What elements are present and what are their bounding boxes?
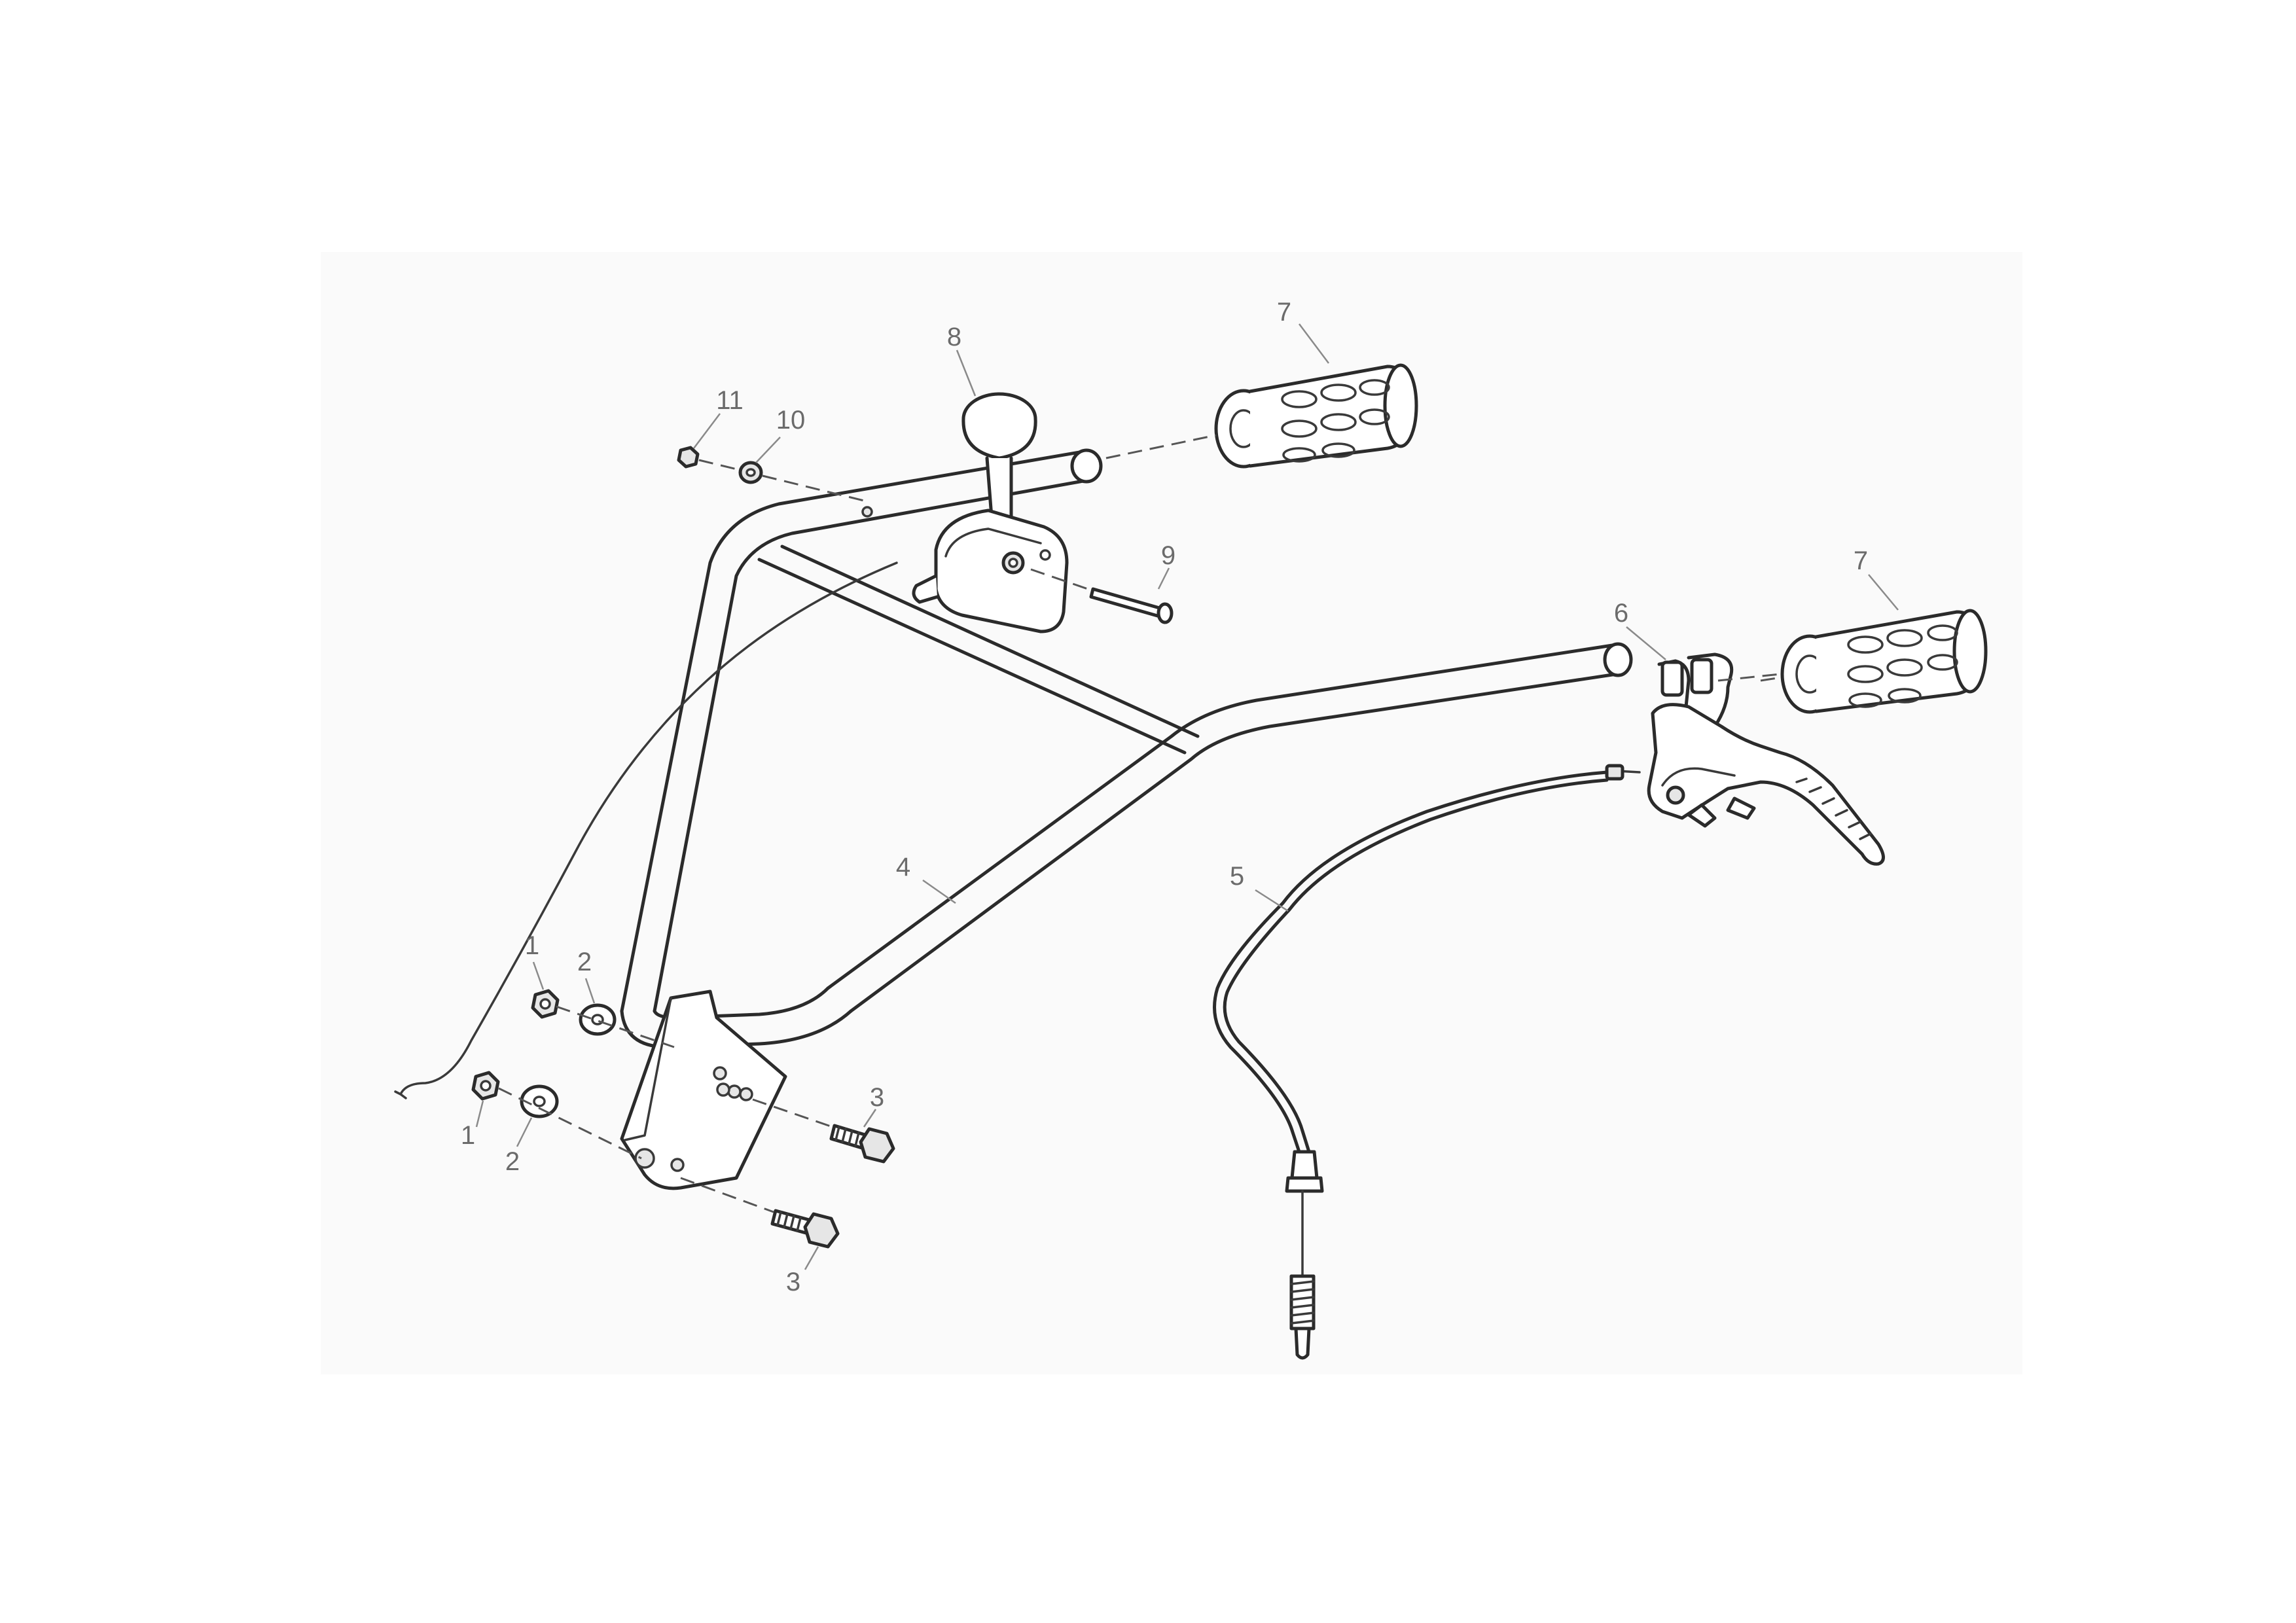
callout-7-lower: 7 xyxy=(1854,546,1868,575)
callout-3-lower: 3 xyxy=(786,1268,800,1296)
frame-hole xyxy=(861,506,873,518)
throttle-cable xyxy=(399,562,898,1096)
axis-bolt-lower xyxy=(680,1177,774,1213)
washer-2-lower xyxy=(520,1084,559,1118)
callout-labels: 1 1 2 2 3 3 4 5 6 7 7 8 9 10 11 xyxy=(461,298,1868,1296)
axis-grip-lower xyxy=(1760,676,1782,682)
nut-1-lower xyxy=(471,1071,500,1101)
right-bar-end xyxy=(1603,642,1633,677)
bolt-3-upper xyxy=(829,1124,895,1164)
leader-lines xyxy=(475,323,1899,1270)
bolt-3-lower xyxy=(770,1209,840,1249)
control-cable xyxy=(1213,764,1641,1360)
callout-2-lower: 2 xyxy=(505,1147,520,1176)
throttle-lever xyxy=(912,392,1069,633)
callout-6: 6 xyxy=(1614,599,1628,628)
callout-4: 4 xyxy=(896,853,910,882)
callout-1-upper: 1 xyxy=(525,931,539,960)
grip-7-upper xyxy=(1214,363,1418,469)
axis-grip-upper xyxy=(1105,434,1217,459)
washer-2-upper xyxy=(579,1003,617,1036)
nut-11 xyxy=(677,446,700,469)
callout-5: 5 xyxy=(1230,862,1244,891)
callout-8: 8 xyxy=(947,323,961,351)
axis-nut-washer xyxy=(698,459,865,502)
nut-1-upper xyxy=(531,989,560,1019)
diagram-panel xyxy=(321,252,2022,1374)
callout-1-lower: 1 xyxy=(461,1121,475,1150)
callout-9: 9 xyxy=(1161,541,1175,570)
callout-2-upper: 2 xyxy=(577,948,592,976)
callout-11: 11 xyxy=(716,386,744,415)
callout-3-upper: 3 xyxy=(870,1083,884,1112)
axis-lever xyxy=(1717,673,1781,682)
brake-lever xyxy=(1647,652,1885,866)
axis-bolt-upper xyxy=(752,1098,833,1128)
top-bar-end xyxy=(1070,448,1103,484)
axis-lower-hardware xyxy=(498,1087,642,1160)
axis-screw-9 xyxy=(1030,568,1092,592)
callout-7-upper: 7 xyxy=(1277,298,1291,327)
callout-10: 10 xyxy=(776,406,806,435)
screw-9 xyxy=(1089,587,1174,624)
washer-10 xyxy=(738,461,763,484)
grip-7-lower xyxy=(1780,609,1988,714)
